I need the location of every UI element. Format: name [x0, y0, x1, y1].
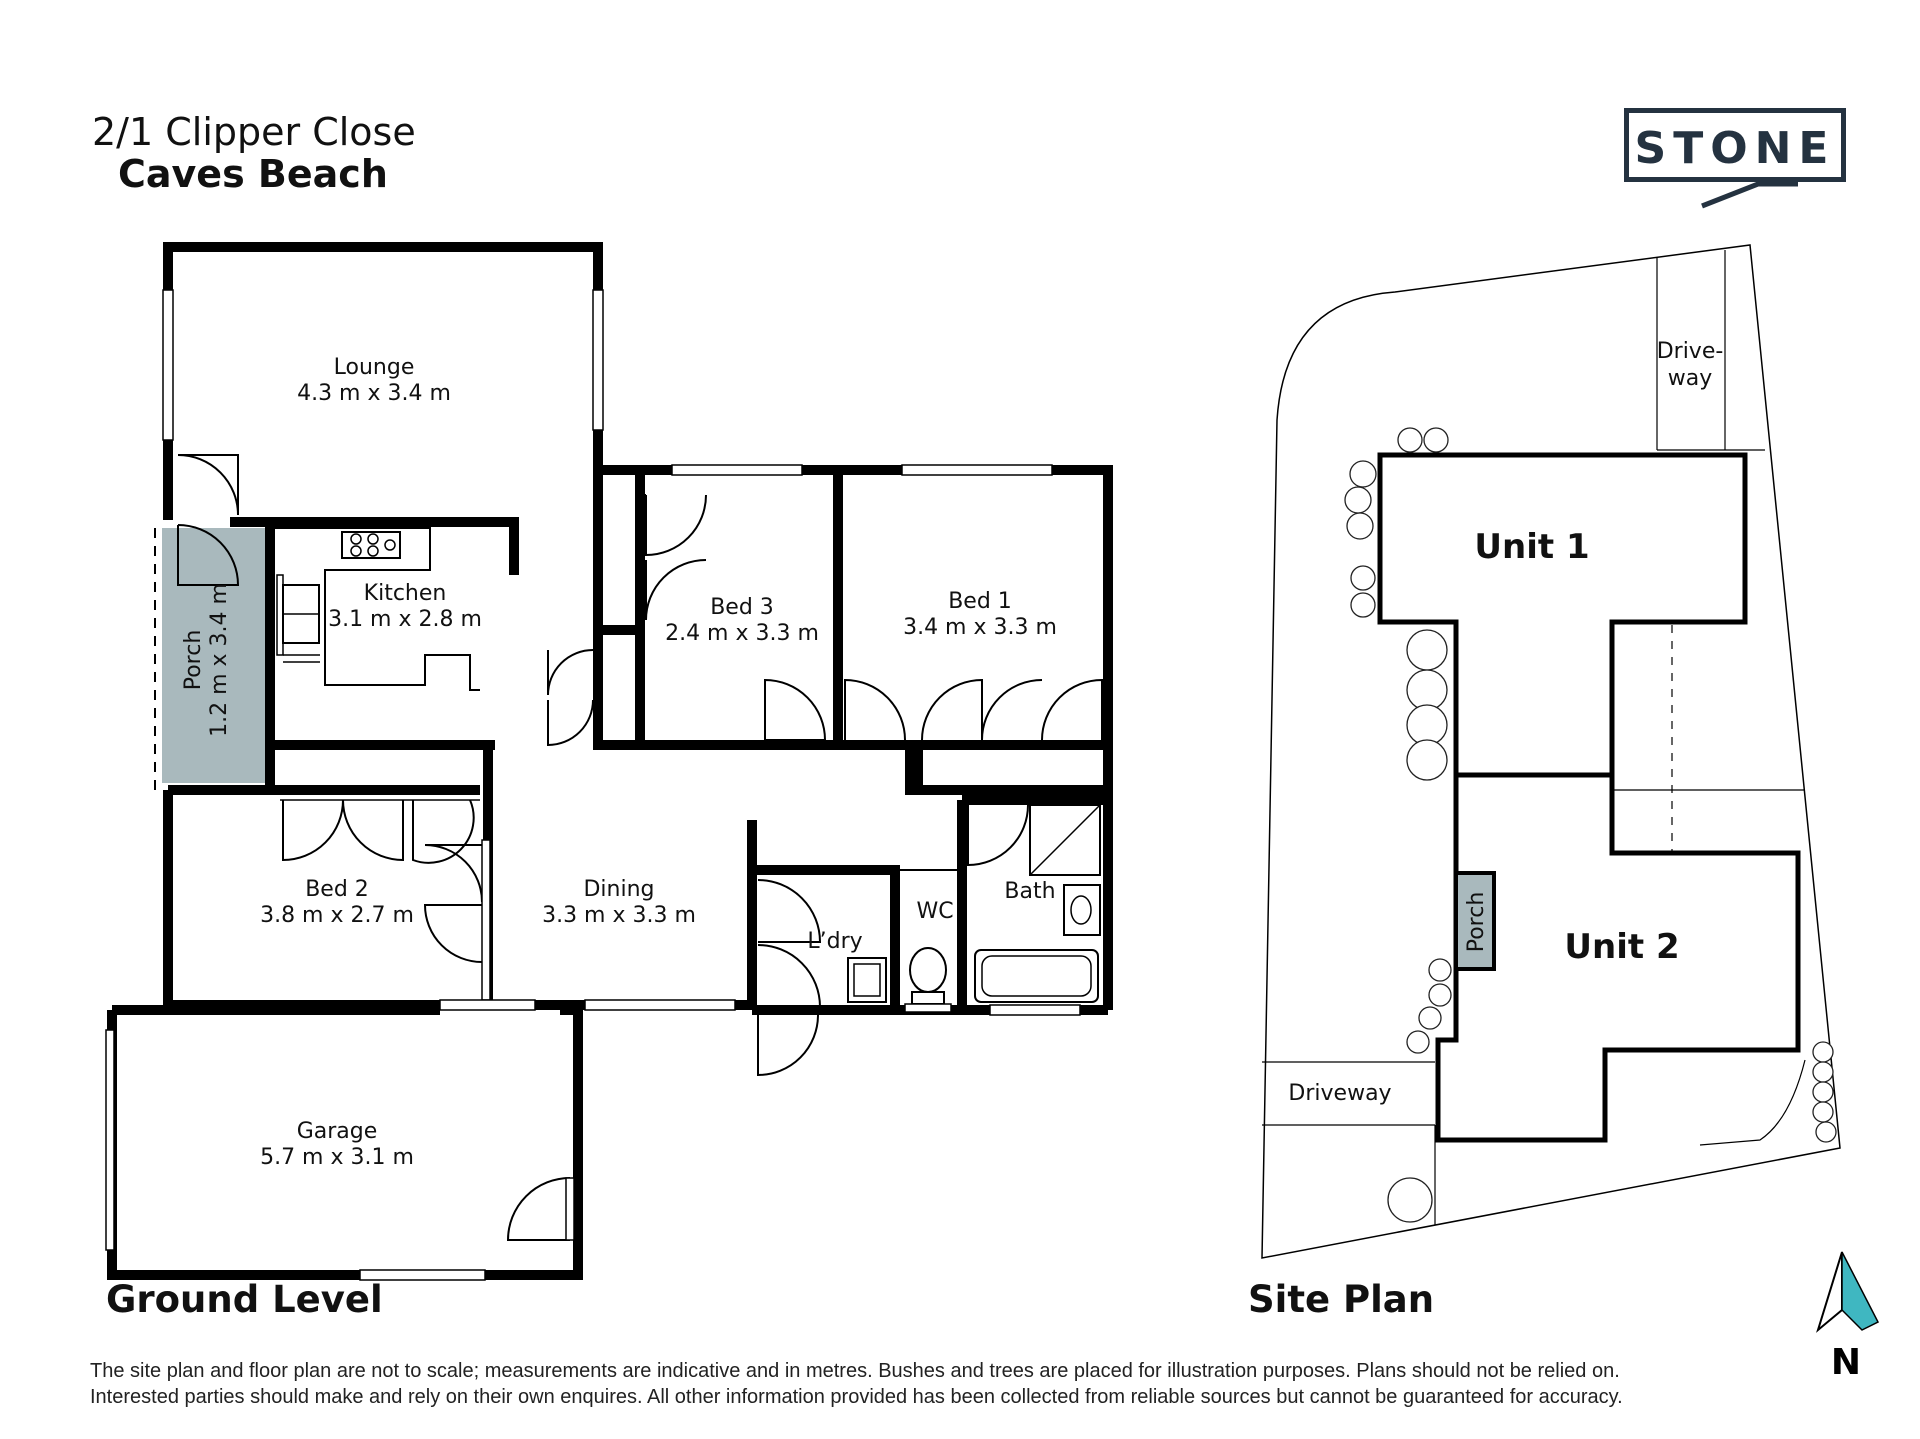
bath-name: Bath [1004, 879, 1055, 904]
bush-icon [1418, 1006, 1442, 1030]
logo-speech-tail-icon [1701, 181, 1798, 209]
lounge-name: Lounge [334, 355, 415, 380]
bush-icon [1812, 1101, 1834, 1123]
bed1-robe-doors [921, 678, 1103, 741]
bush-icon [1387, 1177, 1433, 1223]
lounge-window-right [592, 289, 604, 431]
laundry-door-swing [757, 879, 822, 1077]
site-plan [1261, 244, 1841, 1259]
bush-icon [1397, 427, 1423, 453]
lounge-door-swing [177, 454, 239, 516]
unit1-label: Unit 1 [1474, 527, 1589, 567]
disclaimer-line-2: Interested parties should make and rely … [90, 1386, 1623, 1408]
bush-icon [1406, 629, 1448, 671]
north-arrow-icon [1816, 1251, 1880, 1333]
ground-level-heading: Ground Level [106, 1278, 383, 1321]
kitchen-size: 3.1 m x 2.8 m [328, 607, 482, 632]
bush-icon [1350, 592, 1376, 618]
kitchen-walls [230, 517, 519, 575]
laundry-tub-icon [847, 957, 887, 1003]
bush-icon [1812, 1081, 1834, 1103]
north-label: N [1831, 1342, 1861, 1383]
garage-door-swing [506, 1177, 571, 1241]
bed2-window [439, 999, 536, 1011]
site-porch-label: Porch [1464, 892, 1489, 953]
logo-text: STONE [1634, 123, 1836, 174]
bath-walls [962, 795, 1113, 1010]
bed2-name: Bed 2 [305, 877, 369, 902]
porch-area [162, 528, 266, 783]
address-suburb: Caves Beach [118, 152, 388, 196]
bush-icon [1346, 512, 1374, 540]
bed1-door-swing [844, 678, 906, 741]
linen-doors [547, 649, 594, 747]
disclaimer-line-1: The site plan and floor plan are not to … [90, 1360, 1620, 1382]
toilet-icon [909, 947, 947, 993]
porch-name: Porch [181, 630, 206, 691]
bush-icon [1423, 427, 1449, 453]
stone-logo: STONE [1624, 108, 1846, 182]
bush-icon [1406, 669, 1448, 711]
wc-name: WC [916, 899, 953, 924]
top-driveway-label-1: Drive- [1657, 339, 1724, 364]
bed3-robe-door-2 [645, 559, 707, 621]
garage-size: 5.7 m x 3.1 m [260, 1145, 414, 1170]
bathtub-icon [974, 949, 1099, 1003]
bath-window [989, 1004, 1081, 1016]
bed3-name: Bed 3 [710, 595, 774, 620]
bush-icon [1428, 983, 1452, 1007]
shower-icon [1029, 804, 1101, 876]
bush-icon [1349, 460, 1377, 488]
bed1-name: Bed 1 [948, 589, 1012, 614]
dining-name: Dining [583, 877, 654, 902]
disclaimer: The site plan and floor plan are not to … [90, 1358, 1623, 1410]
garage-name: Garage [297, 1119, 378, 1144]
bath-door-swing [967, 804, 1029, 867]
basin-icon [1063, 884, 1101, 936]
laundry-name: L’dry [807, 929, 862, 954]
unit2-outline[interactable] [1435, 772, 1801, 1143]
bush-icon [1812, 1041, 1834, 1063]
bush-icon [1812, 1061, 1834, 1083]
top-driveway-label-2: way [1668, 366, 1713, 391]
cooktop-icon [341, 531, 401, 559]
bed2-robe-doors [282, 799, 475, 864]
address-line-1: 2/1 Clipper Close [92, 110, 416, 154]
bush-icon [1344, 486, 1372, 514]
ground-level-plan [105, 242, 1113, 1281]
site-boundary [1261, 244, 1841, 1259]
bed2-size: 3.8 m x 2.7 m [260, 903, 414, 928]
unit2-label: Unit 2 [1564, 927, 1679, 967]
kitchen-name: Kitchen [364, 581, 447, 606]
porch-size: 1.2 m x 3.4 m [207, 583, 232, 737]
lounge-size: 4.3 m x 3.4 m [297, 381, 451, 406]
site-plan-heading: Site Plan [1248, 1278, 1435, 1321]
site-porch[interactable] [1454, 871, 1496, 971]
kitchen-bench [275, 527, 480, 691]
bed3-window [671, 464, 803, 476]
bush-icon [1406, 704, 1448, 746]
bed3-robe-door-1 [645, 494, 707, 557]
bush-icon [1815, 1121, 1837, 1143]
bush-icon [1406, 1030, 1430, 1054]
lounge-window-left [162, 289, 174, 441]
garage-window [359, 1269, 486, 1281]
porch-door-swing [177, 524, 240, 586]
bed3-door-swing [764, 678, 826, 741]
bush-icon [1428, 958, 1452, 982]
bush-icon [1406, 739, 1448, 781]
bed3-size: 2.4 m x 3.3 m [665, 621, 819, 646]
bed1-size: 3.4 m x 3.3 m [903, 615, 1057, 640]
garage-door [105, 1029, 115, 1251]
dining-size: 3.3 m x 3.3 m [542, 903, 696, 928]
dining-sliding-door [584, 999, 736, 1011]
bed2-door-swing [423, 844, 483, 963]
left-driveway-label: Driveway [1288, 1081, 1391, 1106]
bushes [1344, 427, 1837, 1223]
bush-icon [1350, 565, 1376, 591]
bed1-window [901, 464, 1053, 476]
